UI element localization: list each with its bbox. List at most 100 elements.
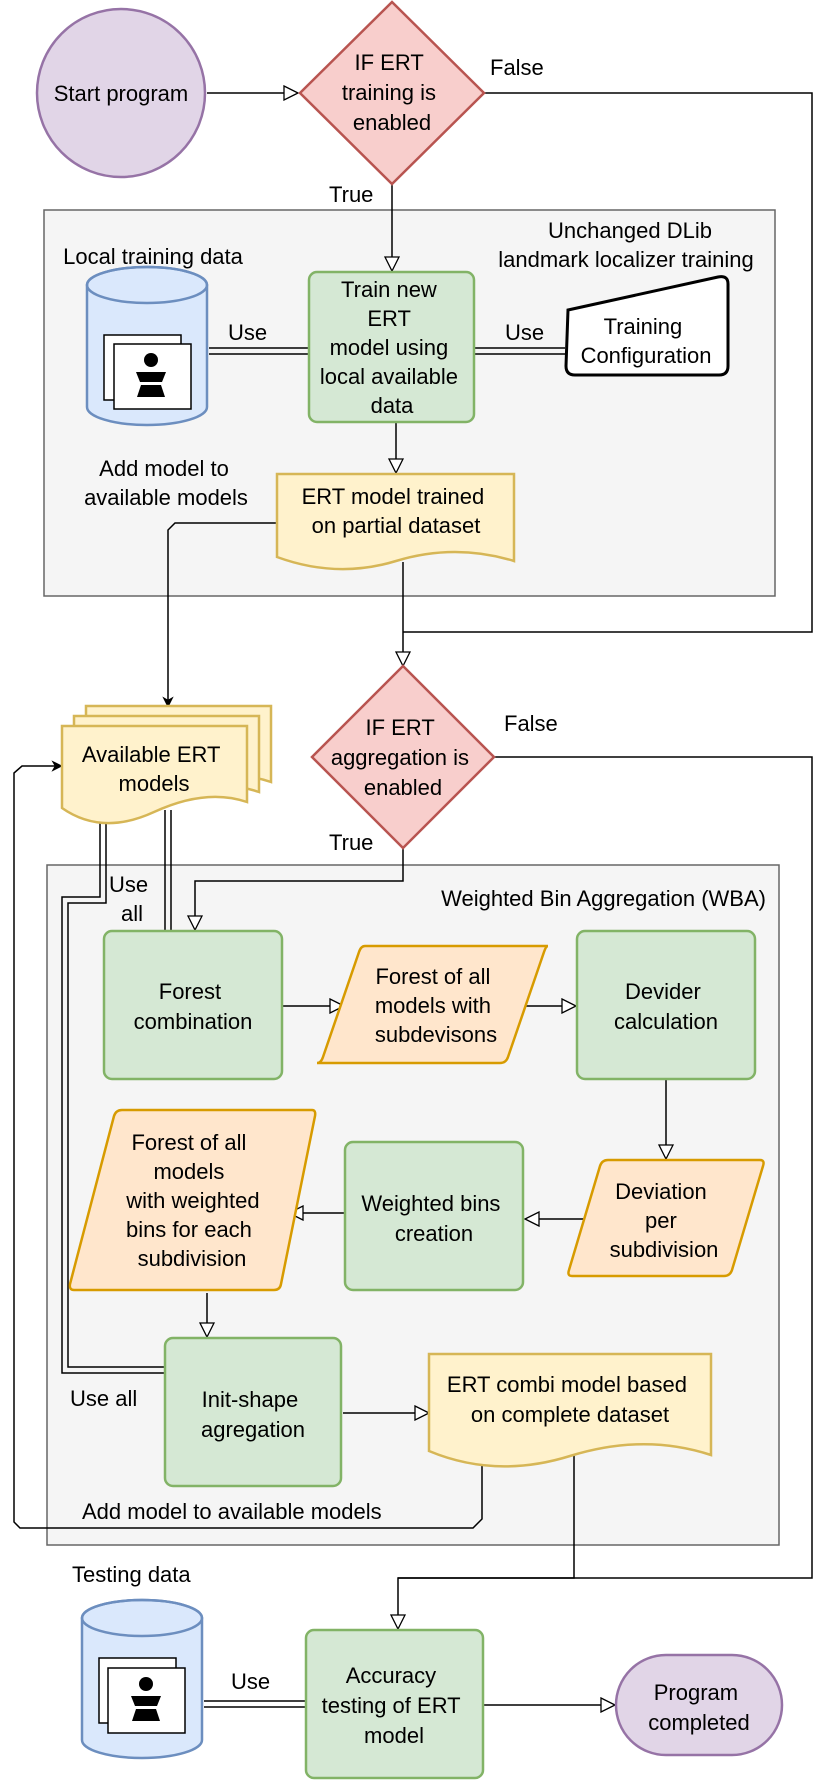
if-training-decision[interactable]: IF ERT training is enabled: [298, 0, 486, 186]
available-models-line: Available ERT: [82, 742, 220, 767]
forest-weighted-line: Forest of all: [131, 1130, 246, 1155]
edge-add-model-loop: [13, 760, 483, 1529]
forest-subdiv-line: models with: [375, 993, 491, 1018]
training-config-line: Training: [604, 314, 683, 339]
completed-line: completed: [648, 1710, 750, 1735]
devider-line: calculation: [614, 1009, 718, 1034]
edge-if-training-false: [403, 92, 813, 633]
group-dlib-title-2: landmark localizer training: [498, 247, 754, 272]
if-aggregation-line: enabled: [364, 775, 442, 800]
forest-subdiv-line: Forest of all: [375, 964, 490, 989]
deviation-per-subdivision-data[interactable]: Deviation per subdivision: [567, 1158, 765, 1278]
devider-line: Devider: [625, 979, 701, 1004]
ert-partial-line: on partial dataset: [312, 513, 481, 538]
label-local-training: Local training data: [63, 244, 244, 269]
forest-weighted-line: subdivision: [138, 1246, 247, 1271]
weighted-bins-line: creation: [395, 1221, 473, 1246]
edge-if-aggregation-true: [195, 846, 404, 929]
local-training-database[interactable]: [85, 265, 209, 427]
group-dlib-title-1: Unchanged DLib: [548, 218, 712, 243]
forest-weighted-line: with weighted: [125, 1188, 259, 1213]
accuracy-testing-node[interactable]: Accuracy testing of ERT model: [304, 1628, 485, 1780]
start-program-label: Start program: [54, 81, 189, 106]
label-true-training: True: [329, 182, 373, 207]
ert-partial-document[interactable]: ERT model trained on partial dataset: [275, 472, 516, 571]
init-shape-line: agregation: [201, 1417, 305, 1442]
forest-combination-line: combination: [134, 1009, 253, 1034]
label-add-model-1: Add model to: [99, 456, 229, 481]
train-new-line: data: [371, 393, 415, 418]
label-true-aggregation: True: [329, 830, 373, 855]
forest-weighted-line: bins for each: [126, 1217, 252, 1242]
svg-text:Program completed: Program completed: [648, 1680, 750, 1735]
deviation-line: per: [645, 1208, 677, 1233]
label-use-all-2: Use all: [70, 1386, 137, 1411]
forest-combination-node[interactable]: Forest combination: [102, 929, 284, 1081]
testing-database[interactable]: [80, 1598, 204, 1760]
edge-add-model-available: [162, 522, 277, 708]
use-links: [61, 347, 565, 1708]
train-new-line: Train new: [341, 277, 437, 302]
svg-text:Devider calculation: Devider calculation: [614, 979, 718, 1034]
if-aggregation-line: aggregation is: [331, 745, 469, 770]
svg-text:Forest combination: Forest combination: [134, 979, 253, 1034]
ert-combi-line: ERT combi model based: [447, 1372, 687, 1397]
svg-text:IF ERT training is: IF ERT training is enabled: [342, 50, 442, 135]
label-use-testing: Use: [231, 1669, 270, 1694]
svg-text:Forest of all models wit: Forest of all models with subdevisons: [375, 964, 497, 1047]
baby-image-icon: [98, 1657, 186, 1734]
training-configuration-node[interactable]: Training Configuration: [564, 275, 730, 377]
weighted-bins-node[interactable]: Weighted bins creation: [343, 1140, 525, 1292]
forest-subdivisions-data[interactable]: Forest of all models with subdevisons: [316, 944, 549, 1065]
svg-text:IF ERT aggregation is: IF ERT aggregation is enabled: [331, 715, 475, 800]
devider-calculation-node[interactable]: Devider calculation: [575, 929, 757, 1081]
svg-text:Forest of all models: Forest of all models with weighted bins …: [125, 1130, 265, 1271]
weighted-bins-line: Weighted bins: [361, 1191, 500, 1216]
label-false-aggregation: False: [504, 711, 558, 736]
program-completed-node[interactable]: Program completed: [614, 1653, 784, 1757]
svg-text:Weighted bins creation: Weighted bins creation: [361, 1191, 506, 1246]
if-aggregation-decision[interactable]: IF ERT aggregation is enabled: [310, 664, 496, 850]
deviation-line: subdivision: [610, 1237, 719, 1262]
if-training-line: IF ERT: [355, 50, 424, 75]
svg-text:Init-shape agregation: Init-shape agregation: [201, 1387, 305, 1442]
svg-text:Training Configuration: Training Configuration: [581, 314, 712, 368]
if-training-line: training is: [342, 80, 436, 105]
forest-weighted-line: models: [153, 1159, 224, 1184]
available-models-line: models: [119, 771, 190, 796]
edges: [13, 92, 813, 1705]
accuracy-line: Accuracy: [346, 1663, 436, 1688]
ert-combi-document[interactable]: ERT combi model based on complete datase…: [427, 1352, 713, 1468]
forest-subdiv-line: subdevisons: [375, 1022, 497, 1047]
train-new-line: ERT: [367, 306, 410, 331]
ert-partial-line: ERT model trained: [302, 484, 485, 509]
label-add-model-2: available models: [84, 485, 248, 510]
training-config-line: Configuration: [581, 343, 712, 368]
if-aggregation-line: IF ERT: [366, 715, 435, 740]
train-new-line: model using: [330, 335, 449, 360]
available-models-stack[interactable]: Available ERT models: [60, 704, 273, 825]
labels: False True Unchanged DLib landmark local…: [63, 55, 766, 1694]
init-shape-line: Init-shape: [202, 1387, 299, 1412]
baby-image-icon: [103, 334, 192, 410]
train-new-line: local available: [320, 364, 458, 389]
svg-text:Train new ERT mode: Train new ERT model using local availabl…: [320, 277, 464, 418]
if-training-line: enabled: [353, 110, 431, 135]
label-add-model-loop: Add model to available models: [82, 1499, 382, 1524]
forest-combination-line: Forest: [159, 979, 221, 1004]
label-use-config: Use: [505, 320, 544, 345]
group-wba-title: Weighted Bin Aggregation (WBA): [441, 886, 766, 911]
train-new-ert-node[interactable]: Train new ERT model using local availabl…: [307, 270, 476, 424]
svg-text:Accuracy testing of ERT: Accuracy testing of ERT model: [322, 1663, 467, 1748]
ert-combi-line: on complete dataset: [471, 1402, 669, 1427]
forest-weighted-bins-data[interactable]: Forest of all models with weighted bins …: [68, 1108, 317, 1292]
accuracy-line: testing of ERT: [322, 1693, 461, 1718]
svg-text:Deviation per subd: Deviation per subdivision: [610, 1179, 719, 1262]
start-program-node[interactable]: Start program: [35, 7, 207, 179]
label-use-all-1b: all: [121, 901, 143, 926]
init-shape-aggregation-node[interactable]: Init-shape agregation: [163, 1336, 343, 1488]
edge-combi-to-accuracy: [398, 1455, 575, 1628]
deviation-line: Deviation: [615, 1179, 707, 1204]
edge-if-aggregation-false: [398, 756, 813, 1579]
